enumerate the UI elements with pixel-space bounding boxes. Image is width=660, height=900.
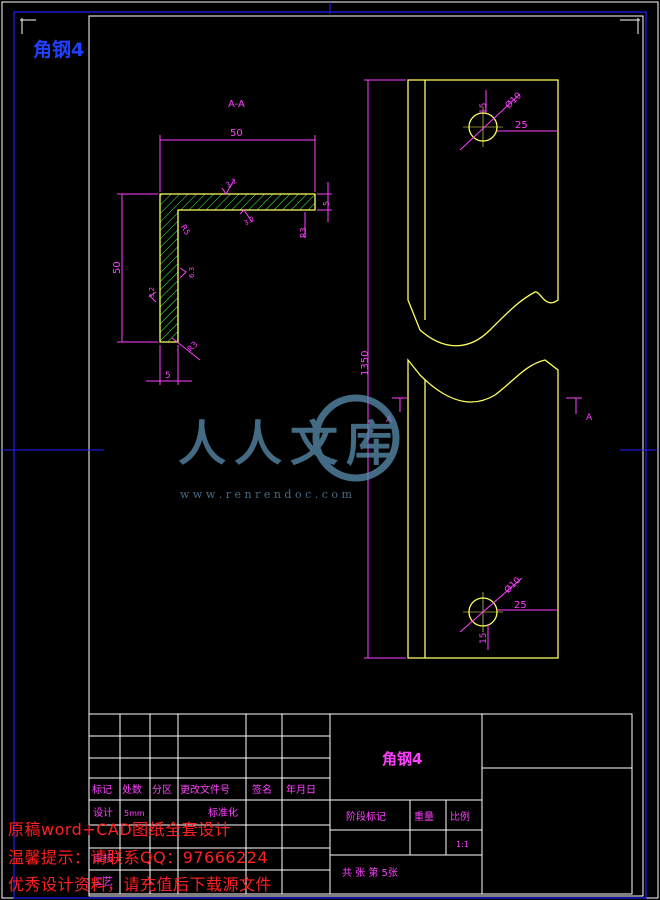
header-mark: 标记 <box>92 784 112 796</box>
front-view <box>407 79 559 659</box>
title-block-part-name: 角钢4 <box>382 750 422 768</box>
stage-mark-label: 阶段标记 <box>346 810 386 823</box>
section-label: A-A <box>228 99 245 110</box>
title-block-grid <box>88 713 633 895</box>
watermark: 人人文库 w w w . r e n r e n d o c . c o m <box>178 394 402 501</box>
row-craft-label: 工艺 <box>93 876 113 888</box>
front-view-lower <box>407 358 559 659</box>
roughness-top-1 <box>221 179 235 195</box>
dim-height-left: 50 <box>112 261 123 274</box>
watermark-brand: 人人文库 <box>178 416 402 472</box>
scale-value: 1:1 <box>456 840 469 849</box>
drawing-frame <box>88 15 644 897</box>
overlay-notice-line3: 优秀设计资料，请充值后下载源文件 <box>8 875 273 894</box>
row-design-value: 5mm <box>124 809 145 818</box>
hole-centerlines <box>463 107 503 632</box>
radius-right: R3 <box>299 227 308 238</box>
dim-hole-top-edge: 25 <box>515 120 528 131</box>
title-block-headers: 标记 处数 分区 更改文件号 签名 年月日 <box>92 783 316 796</box>
dim-thickness-bottom: 5 <box>165 371 171 381</box>
header-count: 处数 <box>122 783 142 796</box>
dim-thickness-right: 5 <box>322 201 331 206</box>
overlay-notice-line2: 温馨提示：请联系QQ：97666224 <box>8 848 269 867</box>
front-view-upper <box>407 79 559 347</box>
roughness-value-2: 3.2 <box>243 215 257 227</box>
radius-corner: R3 <box>186 340 200 354</box>
angle-profile <box>159 193 316 343</box>
sheets-label: 共 张 第 5张 <box>342 866 398 879</box>
header-signature: 签名 <box>252 783 272 796</box>
corner-title: 角钢4 <box>33 38 84 61</box>
scale-label: 比例 <box>450 810 470 823</box>
header-change-doc: 更改文件号 <box>180 783 230 796</box>
overlay-notice-line1: 原稿word+CAD图纸全套设计 <box>8 820 232 839</box>
dim-hole-bottom-edge: 25 <box>514 600 527 611</box>
dim-hole-top-dia: Ø10 <box>503 90 524 111</box>
roughness-left-web <box>149 291 157 303</box>
row-design-label: 设计 <box>93 806 113 819</box>
watermark-logo-ring <box>312 394 400 482</box>
row-review-label: 审核 <box>93 852 113 865</box>
dim-width-top: 50 <box>230 128 243 139</box>
roughness-right-web <box>179 267 187 279</box>
row-standard-label: 标准化 <box>208 806 238 819</box>
header-date: 年月日 <box>286 783 316 796</box>
leader-hole-top <box>459 93 521 151</box>
section-mark-right-symbol <box>566 397 582 414</box>
watermark-url: w w w . r e n r e n d o c . c o m <box>180 488 352 501</box>
leader-hole-bottom <box>459 577 523 633</box>
radius-inner: R5 <box>179 223 192 237</box>
weight-label: 重量 <box>414 810 434 823</box>
roughness-top-2 <box>239 209 253 223</box>
roughness-value-4: 3.2 <box>148 287 156 298</box>
leader-radius-corner <box>171 337 201 361</box>
dim-hole-top-offset: 15 <box>479 103 489 114</box>
roughness-symbols <box>149 179 253 303</box>
section-mark-left-symbol <box>392 397 408 412</box>
header-zone: 分区 <box>152 784 172 796</box>
dim-hole-bottom-offset: 15 <box>479 633 489 644</box>
roughness-value-1: 3.2 <box>225 177 239 189</box>
section-mark-right: A <box>586 413 593 423</box>
dim-length: 1350 <box>360 351 371 376</box>
roughness-value-3: 6.3 <box>188 267 196 278</box>
